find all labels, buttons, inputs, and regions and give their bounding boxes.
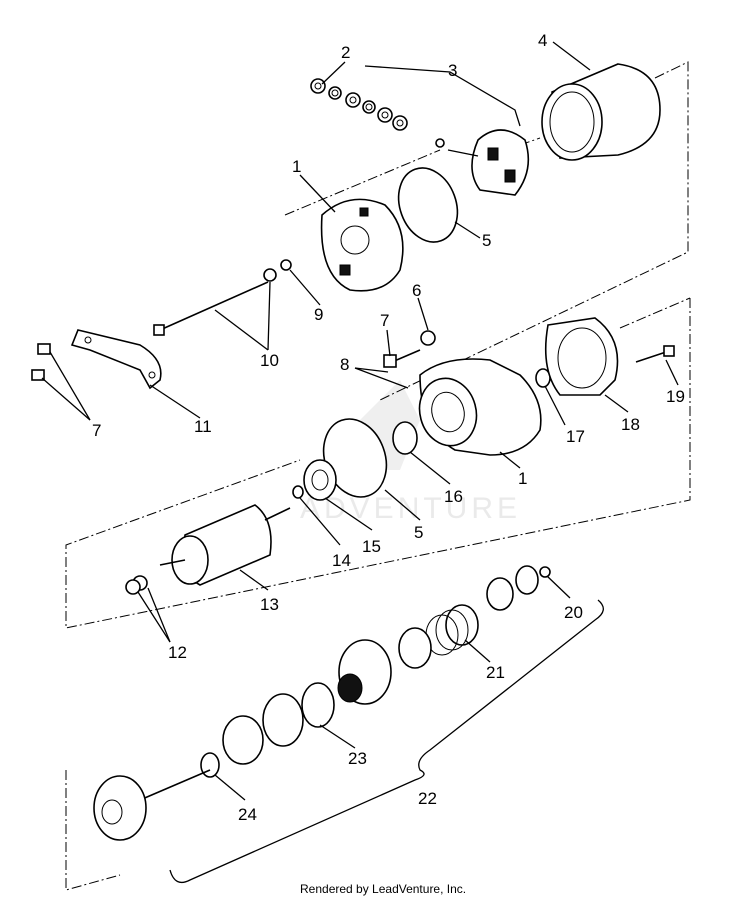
part-7-bolts-left — [31, 343, 51, 381]
part-clutch-gear — [337, 639, 392, 705]
callout-6: 6 — [412, 281, 421, 300]
callout-17: 17 — [566, 427, 585, 446]
callout-15: 15 — [362, 537, 381, 556]
group-22-bracket — [169, 599, 604, 884]
leader-lines — [41, 41, 679, 801]
part-bearing-lower — [486, 565, 539, 611]
part-10-through-bolts — [153, 268, 277, 336]
part-14-washer — [292, 485, 304, 499]
part-1-rear-cover — [320, 198, 404, 292]
part-13-armature — [159, 504, 291, 586]
part-2-nuts-washers — [310, 78, 408, 131]
callout-7-left: 7 — [92, 421, 101, 440]
part-11-bracket — [70, 329, 162, 390]
part-housing-ring — [222, 693, 304, 765]
callout-9: 9 — [314, 305, 323, 324]
callout-18: 18 — [621, 415, 640, 434]
callout-10: 10 — [260, 351, 279, 370]
callout-16: 16 — [444, 487, 463, 506]
callout-21: 21 — [486, 663, 505, 682]
part-3-brush-holder — [435, 129, 530, 196]
callout-7-middle: 7 — [380, 311, 389, 330]
part-9-washer — [280, 259, 292, 271]
part-15-bearing — [303, 459, 337, 501]
callout-19: 19 — [666, 387, 685, 406]
part-5-o-ring-top — [397, 167, 459, 243]
callout-8: 8 — [340, 355, 349, 374]
callout-5-middle: 5 — [414, 523, 423, 542]
callout-24: 24 — [238, 805, 257, 824]
part-6-washer — [420, 330, 436, 346]
part-16-o-ring — [392, 421, 418, 455]
footer-credit: Rendered by LeadVenture, Inc. — [300, 882, 466, 896]
callout-11: 11 — [194, 417, 212, 436]
part-24-clip — [200, 752, 220, 778]
callout-20: 20 — [564, 603, 583, 622]
callout-14: 14 — [332, 551, 351, 570]
part-4-yoke — [541, 63, 661, 161]
group-3-bracket — [364, 65, 521, 127]
watermark-text: ADVENTURE — [300, 492, 521, 525]
part-18-gasket — [544, 317, 619, 396]
callout-12: 12 — [168, 643, 187, 662]
part-1-front-cover — [418, 358, 542, 456]
callout-1-middle: 1 — [518, 469, 527, 488]
callout-23: 23 — [348, 749, 367, 768]
part-23-o-ring — [301, 682, 335, 728]
callout-3: 3 — [448, 61, 457, 80]
callout-2: 2 — [341, 43, 350, 62]
callout-1-top: 1 — [292, 157, 301, 176]
callout-5-top: 5 — [482, 231, 491, 250]
callout-13: 13 — [260, 595, 279, 614]
part-21-spring — [398, 604, 479, 669]
part-19-bolt — [635, 345, 675, 363]
part-pinion-shaft — [93, 769, 211, 841]
callout-4: 4 — [538, 31, 547, 50]
part-12-brush-springs — [125, 575, 148, 595]
section-boundaries — [65, 61, 691, 891]
part-20-clip — [539, 566, 551, 578]
callout-22: 22 — [418, 789, 437, 808]
callouts: 2 3 4 1 5 9 6 7 8 10 11 7 1 17 18 19 16 … — [92, 31, 685, 824]
